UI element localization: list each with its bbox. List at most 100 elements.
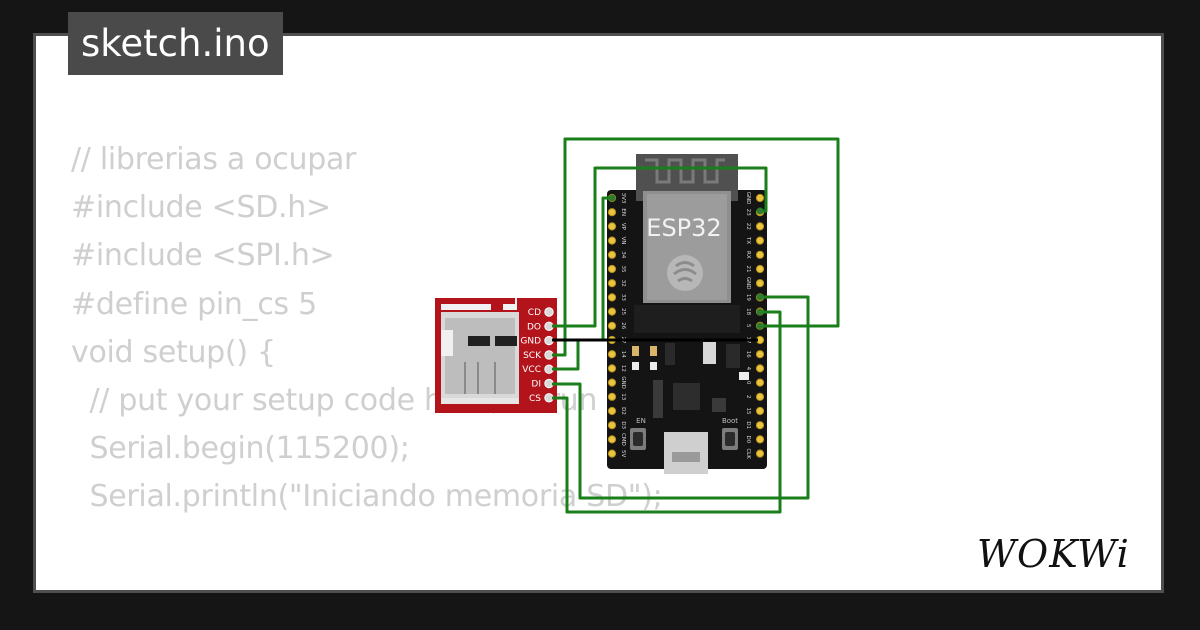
esp32-pin[interactable]	[607, 293, 617, 302]
esp32-pin[interactable]	[607, 364, 617, 373]
code-line: #define pin_cs 5	[71, 286, 317, 322]
esp32-pin-label: 19	[745, 294, 751, 301]
esp32-pin[interactable]	[755, 236, 765, 245]
esp32-pin-label: CMD	[620, 433, 626, 446]
esp32-pin-label: D3	[620, 421, 626, 429]
wire-sck[interactable]	[552, 137, 840, 357]
esp32-pin-label: VP	[620, 223, 626, 231]
sd-pin[interactable]	[544, 350, 554, 360]
esp32-pin[interactable]	[607, 406, 617, 416]
esp32-pin[interactable]	[607, 378, 617, 387]
sketch-filename-tag[interactable]: sketch.ino	[68, 12, 283, 75]
esp32-pin[interactable]	[607, 236, 617, 245]
esp32-pin[interactable]	[607, 392, 617, 401]
esp32-pin-label: 22	[745, 223, 751, 230]
esp32-pin[interactable]	[607, 222, 617, 231]
esp32-pin-label: 5V	[620, 450, 626, 457]
sd-pin-label: CD	[528, 308, 541, 318]
esp32-pin[interactable]	[755, 449, 765, 458]
esp32-pin[interactable]	[755, 264, 765, 274]
esp32-label: ESP32	[646, 214, 721, 242]
esp32-pin[interactable]	[607, 421, 617, 430]
wire-di[interactable]	[552, 295, 810, 500]
code-line: #include <SD.h>	[71, 190, 331, 226]
esp32-pin[interactable]	[607, 279, 617, 288]
esp32-pin-label: 35	[620, 266, 626, 273]
sd-pin[interactable]	[544, 321, 554, 331]
esp32-pin-label: 34	[620, 251, 626, 258]
esp32-pin[interactable]	[755, 406, 765, 416]
sd-pin[interactable]	[544, 335, 554, 346]
esp32-pin-label: 0	[745, 381, 751, 385]
esp32-pin-label: CLK	[745, 448, 751, 459]
sd-pin-label: DI	[531, 380, 541, 390]
wire-vcc[interactable]	[552, 196, 612, 371]
esp32-pin-label: TX	[745, 236, 751, 244]
esp32-pin-label: 16	[745, 351, 751, 358]
en-button[interactable]	[633, 432, 643, 446]
esp32-pin[interactable]	[607, 321, 617, 330]
esp32-pin[interactable]	[607, 307, 617, 316]
esp32-pin-label: D0	[745, 436, 751, 444]
esp32-pin[interactable]	[755, 392, 765, 401]
code-line: void setup() {	[71, 334, 276, 370]
wire-endpoints	[608, 194, 764, 330]
esp32-devkit[interactable]: ESP32 EN Boot	[607, 154, 767, 474]
esp32-pin[interactable]	[607, 449, 617, 458]
project-preview-card: // librerias a ocupar#include <SD.h>#inc…	[33, 33, 1164, 593]
esp32-pin-label: VN	[620, 237, 626, 245]
esp32-pin-label: 32	[620, 280, 626, 287]
sd-pin-label: VCC	[522, 365, 541, 375]
esp32-pin[interactable]	[607, 350, 617, 359]
esp32-pin-label: D2	[620, 407, 626, 415]
esp32-pin-label: 25	[620, 308, 626, 315]
esp32-pin-label: 3V3	[620, 193, 626, 204]
sd-pin[interactable]	[544, 378, 554, 389]
esp32-pin[interactable]	[755, 279, 765, 288]
esp32-pin-label: GND	[745, 277, 751, 290]
esp32-pin-label: 14	[620, 351, 626, 358]
en-label: EN	[636, 417, 646, 425]
svg-text:WOKWi: WOKWi	[977, 532, 1130, 576]
esp32-pin[interactable]	[755, 421, 765, 430]
esp32-pin-label: 23	[745, 209, 751, 216]
esp32-pin-label: EN	[620, 208, 626, 216]
esp32-pin[interactable]	[755, 435, 765, 444]
esp32-pin-label: GND	[620, 376, 626, 389]
esp32-pin[interactable]	[755, 250, 765, 259]
boot-button[interactable]	[725, 432, 735, 446]
sd-pin[interactable]	[544, 307, 554, 317]
esp32-pin[interactable]	[755, 378, 765, 387]
esp32-pin[interactable]	[607, 435, 617, 444]
esp32-pin-label: D1	[745, 421, 751, 429]
code-line: // librerias a ocupar	[71, 142, 357, 177]
sd-card-module[interactable]	[435, 298, 557, 413]
esp32-pin-label: 2	[745, 395, 751, 399]
sd-pin[interactable]	[544, 364, 554, 374]
sd-pin[interactable]	[544, 393, 554, 403]
wire-cs[interactable]	[552, 310, 782, 514]
esp32-pin-label: 18	[745, 308, 751, 315]
esp32-pin[interactable]	[755, 364, 765, 373]
sd-pin-label: DO	[527, 322, 541, 332]
esp32-pin-label: 5	[745, 324, 751, 328]
esp32-pin-label: GND	[745, 192, 751, 205]
esp32-pin[interactable]	[755, 193, 765, 203]
esp32-pin[interactable]	[755, 350, 765, 359]
esp32-pin-label: 33	[620, 294, 626, 301]
esp32-pin-label: 12	[620, 365, 626, 372]
wire-do[interactable]	[552, 166, 768, 328]
sd-pin-label: CS	[529, 394, 541, 404]
esp32-pin-label: 26	[620, 322, 626, 329]
esp32-pin[interactable]	[607, 250, 617, 259]
esp32-pin-label: 21	[745, 266, 751, 273]
esp32-pin[interactable]	[755, 222, 765, 231]
sd-pin-label: GND	[520, 337, 541, 347]
esp32-pin-label: 4	[745, 367, 751, 371]
esp32-pin-label: 15	[745, 408, 751, 415]
esp32-pin[interactable]	[607, 264, 617, 274]
esp32-pin[interactable]	[607, 208, 617, 217]
code-line: Serial.begin(115200);	[71, 431, 410, 467]
boot-label: Boot	[722, 417, 738, 425]
